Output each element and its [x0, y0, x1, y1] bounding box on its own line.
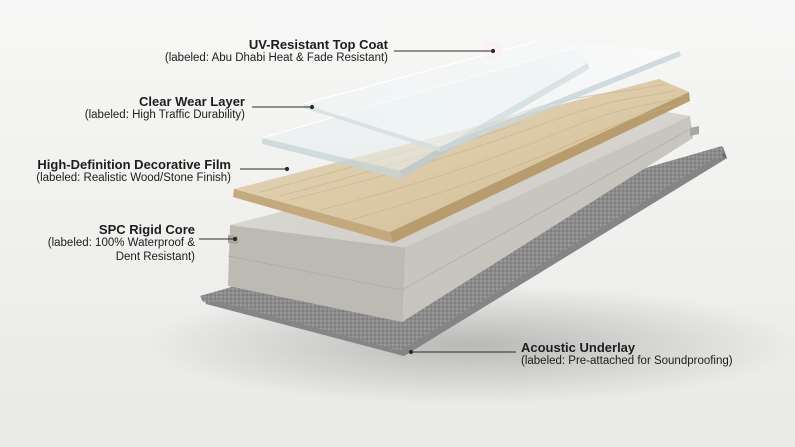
leader-lines	[199, 48, 516, 355]
uv-top-coat-layer	[302, 40, 681, 152]
leader-dot-core	[232, 236, 238, 242]
callout-wear-layer: Clear Wear Layer (labeled: High Traffic …	[85, 94, 245, 123]
callout-detail: (labeled: Pre-attached for Soundproofing…	[521, 355, 733, 368]
callout-core: SPC Rigid Core (labeled: 100% Waterproof…	[48, 222, 195, 264]
leader-dot-top-coat	[490, 48, 496, 54]
callout-detail: (labeled: Abu Dhabi Heat & Fade Resistan…	[164, 52, 388, 65]
callout-detail-line-2: Dent Resistant)	[115, 250, 195, 263]
callout-decorative-film: High-Definition Decorative Film (labeled…	[36, 157, 231, 186]
callout-title: UV-Resistant Top Coat	[248, 37, 388, 52]
leader-dot-underlay	[408, 349, 414, 355]
decorative-film-layer	[233, 79, 690, 243]
callout-detail: (labeled: High Traffic Durability)	[84, 109, 245, 122]
callout-top-coat: UV-Resistant Top Coat (labeled: Abu Dhab…	[165, 37, 388, 66]
callout-title: Acoustic Underlay	[521, 340, 636, 355]
callout-title: High-Definition Decorative Film	[37, 157, 231, 172]
callout-underlay: Acoustic Underlay (labeled: Pre-attached…	[521, 340, 733, 369]
leader-dot-decorative-film	[284, 166, 290, 172]
callout-title: SPC Rigid Core	[98, 222, 195, 237]
leader-dot-wear-layer	[309, 104, 315, 110]
callout-detail-line-1: (labeled: 100% Waterproof &	[47, 237, 195, 250]
callout-title: Clear Wear Layer	[139, 94, 245, 109]
callout-detail: (labeled: Realistic Wood/Stone Finish)	[36, 172, 231, 185]
